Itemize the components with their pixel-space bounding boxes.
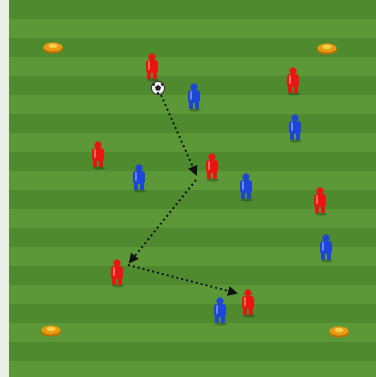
grass-stripe bbox=[9, 171, 376, 190]
grass-stripe bbox=[9, 361, 376, 377]
soccer-ball-icon bbox=[152, 82, 165, 95]
grass-stripe bbox=[9, 323, 376, 342]
cone-bottom-left-icon bbox=[41, 326, 61, 337]
grass-stripe bbox=[9, 57, 376, 76]
grass-stripe bbox=[9, 0, 376, 19]
grass-stripe bbox=[9, 209, 376, 228]
grass-stripe bbox=[9, 342, 376, 361]
grass-stripe bbox=[9, 304, 376, 323]
grass-stripe bbox=[9, 19, 376, 38]
cone-top-right-icon bbox=[317, 44, 337, 55]
cone-top-left-icon bbox=[43, 43, 63, 54]
grass-stripe bbox=[9, 285, 376, 304]
cone-bottom-right-icon bbox=[329, 327, 349, 338]
grass-stripe bbox=[9, 152, 376, 171]
pitch-left-margin bbox=[0, 0, 9, 377]
ball-layer bbox=[152, 82, 165, 95]
grass-stripe bbox=[9, 133, 376, 152]
grass-stripe bbox=[9, 114, 376, 133]
